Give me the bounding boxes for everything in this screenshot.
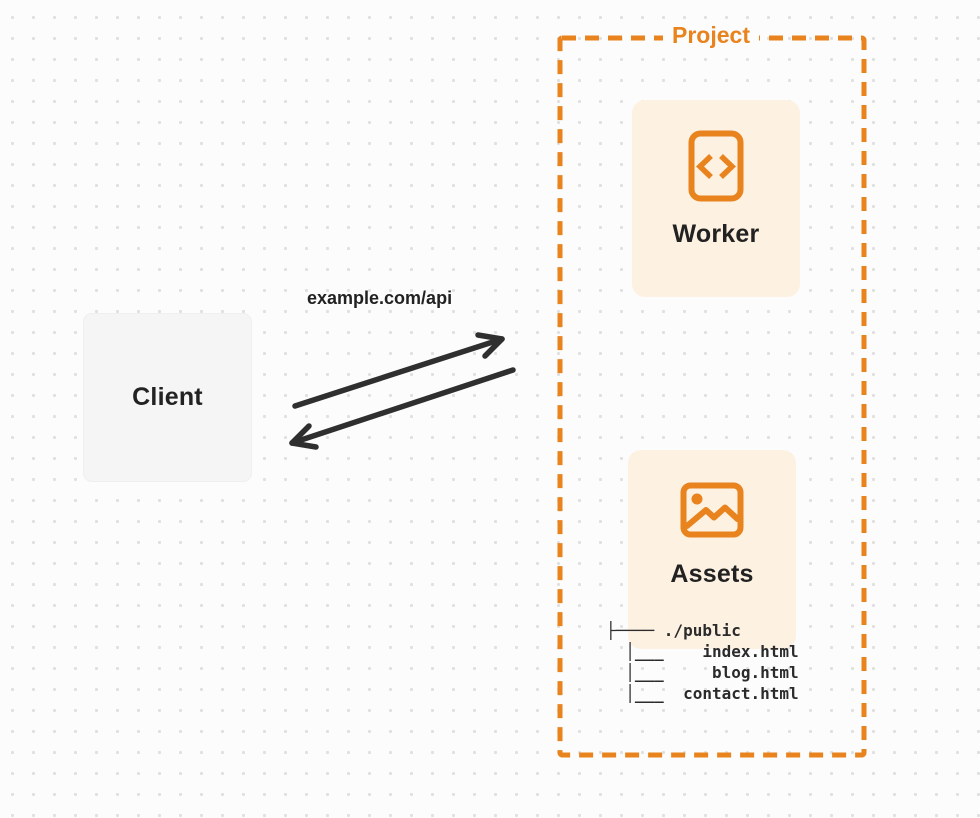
tree-line-blog: │___ blog.html <box>606 663 799 682</box>
client-label: Client <box>132 383 203 411</box>
client-node: Client <box>83 313 252 482</box>
tree-line-public: ├──── ./public <box>606 621 741 640</box>
code-file-icon <box>688 130 744 202</box>
tree-line-index: │___ index.html <box>606 642 799 661</box>
worker-node: Worker <box>632 100 800 297</box>
response-arrow <box>289 367 516 450</box>
request-arrow <box>292 332 505 409</box>
assets-file-tree: ├──── ./public │___ index.html │___ blog… <box>606 620 799 704</box>
worker-label: Worker <box>672 220 760 248</box>
request-url-label: example.com/api <box>307 288 453 308</box>
image-icon <box>680 482 744 538</box>
assets-label: Assets <box>670 560 754 588</box>
project-container: Project <box>558 22 864 49</box>
project-label: Project <box>663 22 759 49</box>
assets-node: Assets <box>628 450 796 649</box>
tree-line-contact: │___ contact.html <box>606 684 799 703</box>
